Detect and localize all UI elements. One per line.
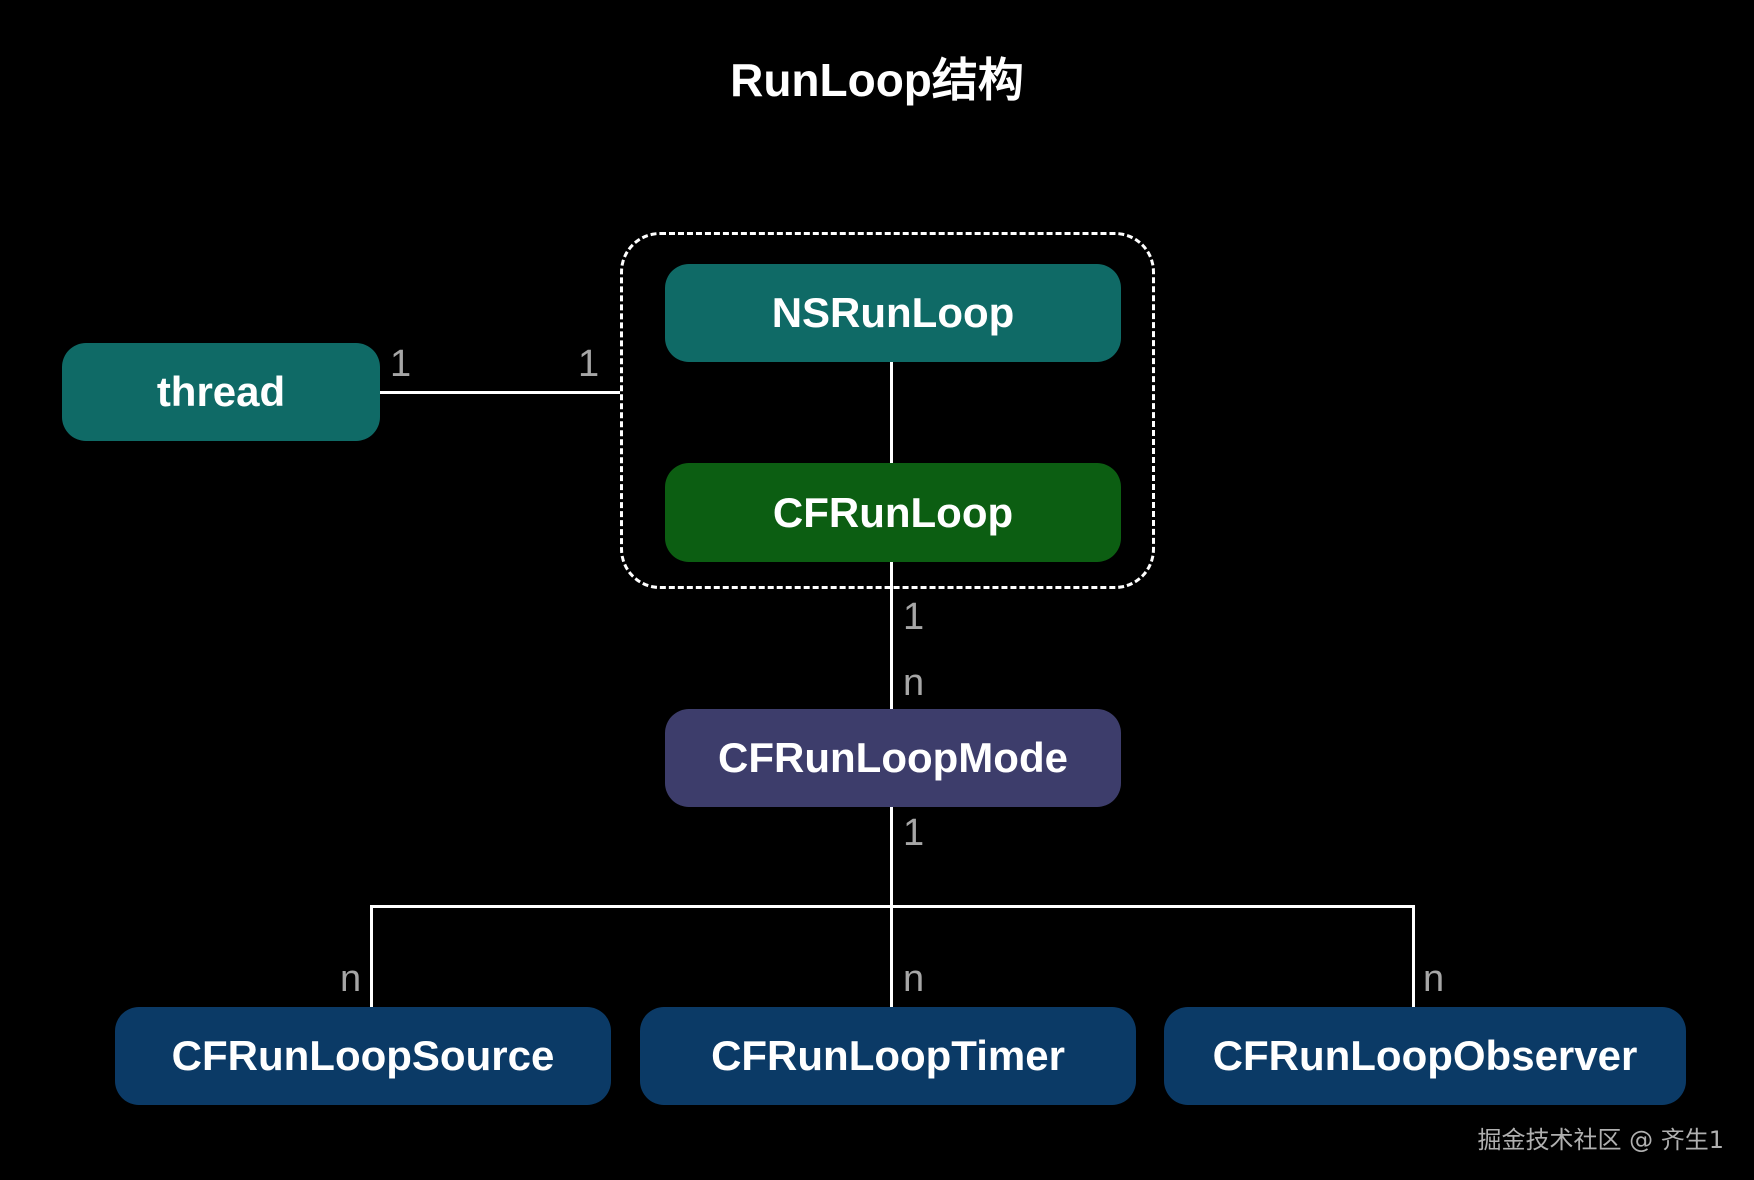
cardinality-thread-side: 1 bbox=[390, 343, 412, 385]
cardinality-runloop-mode-top: 1 bbox=[903, 596, 925, 638]
cardinality-timer: n bbox=[903, 958, 925, 1000]
watermark: 掘金技术社区 @ 齐生1 bbox=[1477, 1126, 1724, 1154]
cfrunloopmode-node: CFRunLoopMode bbox=[665, 709, 1121, 807]
cfrunloopsource-label: CFRunLoopSource bbox=[171, 1032, 555, 1079]
thread-label: thread bbox=[156, 368, 286, 415]
thread-node: thread bbox=[62, 343, 380, 441]
cardinality-runloop-mode-bottom: n bbox=[903, 662, 925, 704]
cfrunloopobserver-label: CFRunLoopObserver bbox=[1212, 1032, 1638, 1079]
cardinality-observer: n bbox=[1423, 958, 1445, 1000]
cfrunloopobserver-node: CFRunLoopObserver bbox=[1164, 1007, 1686, 1105]
cfrunloopsource-node: CFRunLoopSource bbox=[115, 1007, 611, 1105]
nsrunloop-cfrunloop-connector bbox=[890, 362, 893, 463]
cfrunloop-mode-connector bbox=[890, 562, 893, 709]
thread-runloop-connector bbox=[380, 391, 620, 394]
children-horizontal-connector bbox=[370, 905, 1415, 908]
source-branch-connector bbox=[370, 905, 373, 1007]
cfrunloop-label: CFRunLoop bbox=[772, 488, 1014, 536]
cardinality-mode-children-top: 1 bbox=[903, 812, 925, 854]
nsrunloop-node: NSRunLoop bbox=[665, 264, 1121, 362]
cfrunloop-node: CFRunLoop bbox=[665, 463, 1121, 562]
diagram-title: RunLoop结构 bbox=[730, 54, 1024, 106]
nsrunloop-label: NSRunLoop bbox=[771, 289, 1015, 336]
cfrunlooptimer-node: CFRunLoopTimer bbox=[640, 1007, 1136, 1105]
runloop-group-box bbox=[620, 232, 1155, 589]
observer-branch-connector bbox=[1412, 905, 1415, 1007]
cfrunlooptimer-label: CFRunLoopTimer bbox=[711, 1032, 1065, 1079]
cardinality-source: n bbox=[340, 958, 362, 1000]
cfrunloopmode-label: CFRunLoopMode bbox=[718, 734, 1068, 781]
cardinality-runloop-side: 1 bbox=[578, 343, 600, 385]
